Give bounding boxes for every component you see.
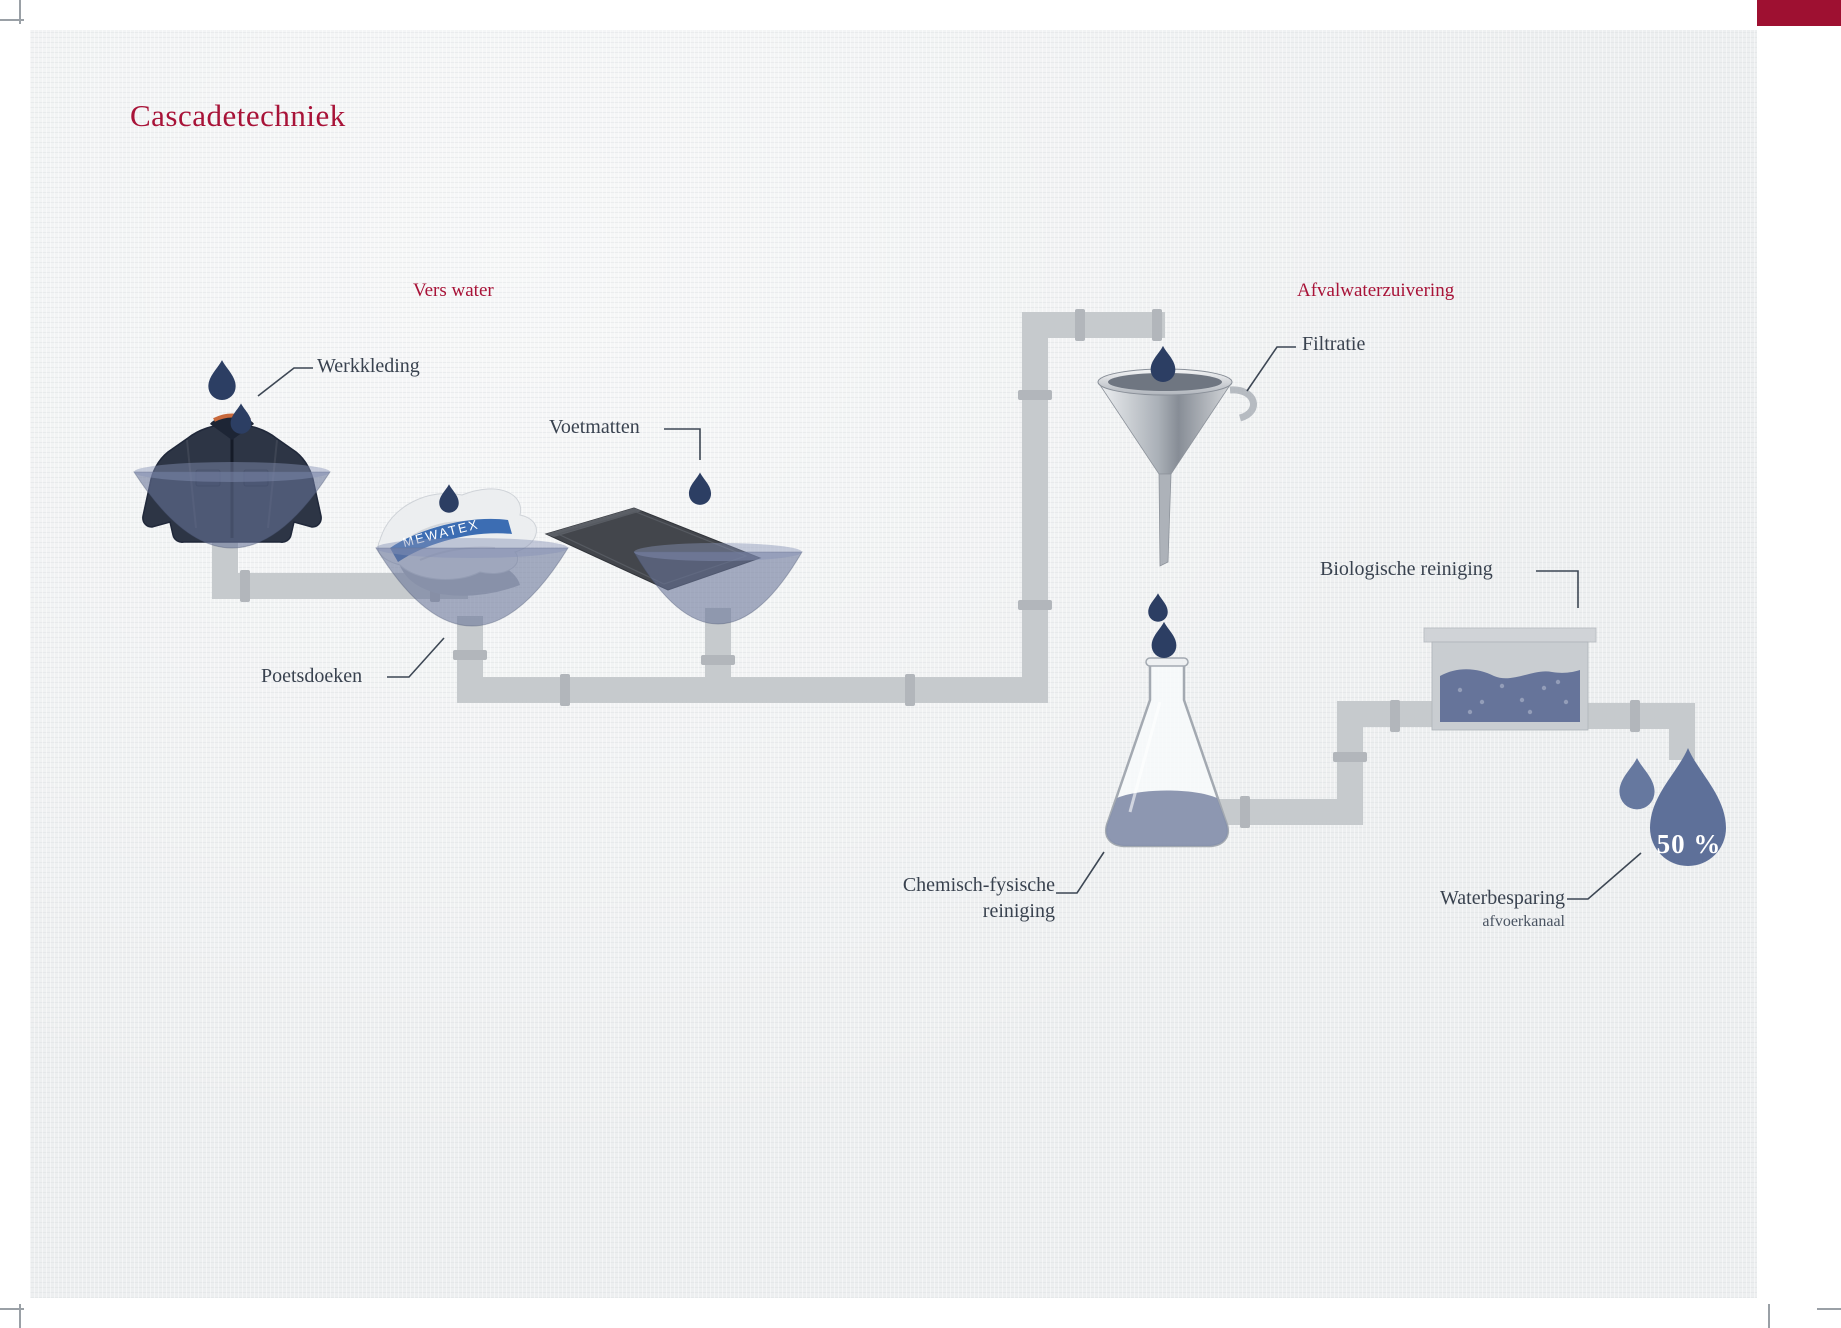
print-color-bar	[1757, 0, 1841, 26]
chemical-label-line2: reiniging	[982, 900, 1055, 923]
cloths-label: Poetsdoeken	[261, 665, 363, 687]
biological-label: Biologische reiniging	[1320, 558, 1493, 580]
crop-mark	[0, 19, 24, 21]
savings-label: Waterbesparing	[1440, 887, 1565, 909]
filtration-label: Filtratie	[1302, 333, 1366, 355]
crop-mark	[0, 1308, 24, 1310]
savings-value: 50 %	[1656, 829, 1722, 859]
chemical-label: Chemisch-fysische reiniging	[850, 872, 1055, 925]
page-title: Cascadetechniek	[130, 98, 346, 133]
crop-mark	[1817, 1308, 1841, 1310]
treatment-label: Afvalwaterzuivering	[1297, 280, 1455, 301]
chemical-label-line1: Chemisch-fysische	[902, 874, 1055, 896]
savings-sublabel: afvoerkanaal	[1482, 913, 1565, 931]
fresh-water-label: Vers water	[413, 280, 494, 301]
mats-label: Voetmatten	[549, 416, 640, 438]
crop-mark	[19, 0, 21, 24]
crop-mark	[1768, 1304, 1770, 1328]
savings-label-block: Waterbesparing afvoerkanaal	[1390, 885, 1565, 933]
paper-background	[30, 30, 1757, 1298]
workwear-label: Werkkleding	[317, 355, 420, 377]
crop-mark	[19, 1304, 21, 1328]
